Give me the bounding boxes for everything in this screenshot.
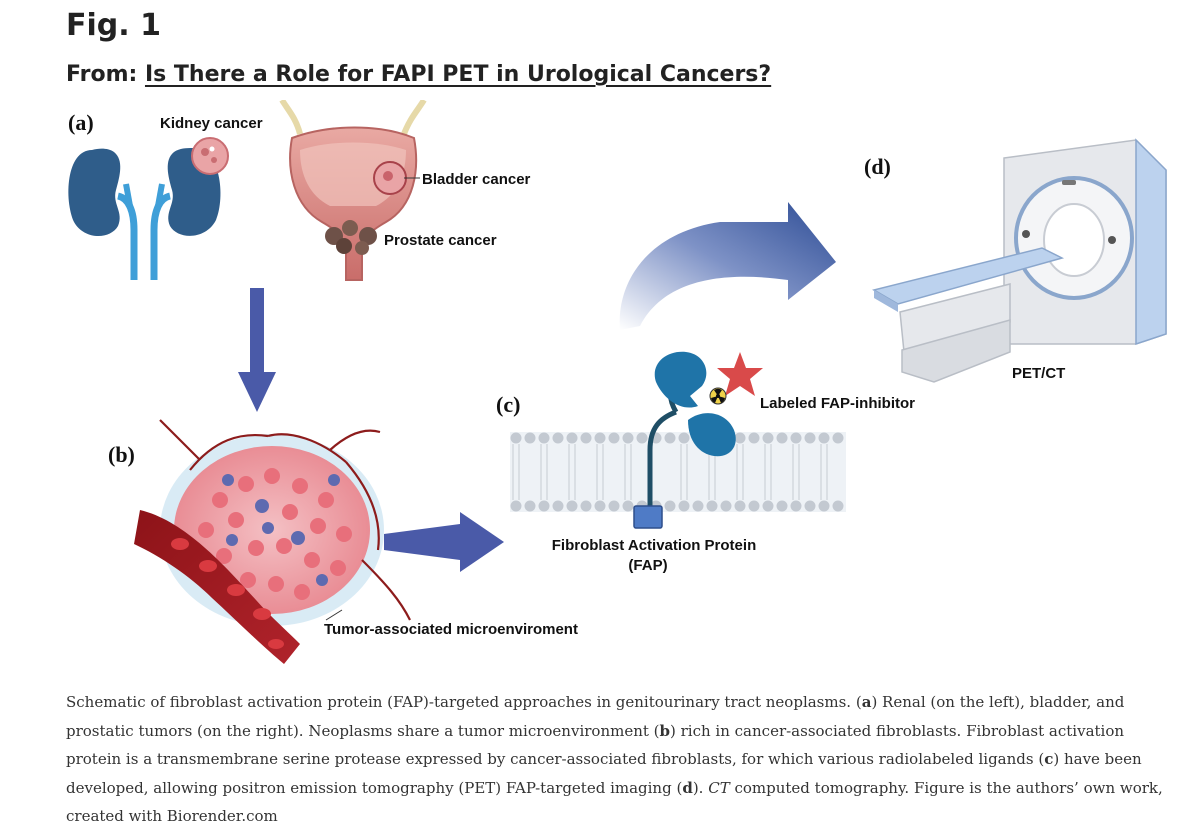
tumor-microenvironment-illustration — [134, 419, 411, 664]
panel-label-b: (b) — [108, 442, 135, 467]
label-kidney-cancer: Kidney cancer — [160, 115, 263, 132]
radiolabeled-inhibitor-illustration — [709, 352, 763, 405]
bladder-illustration — [279, 100, 427, 281]
fap-protein-illustration — [633, 351, 736, 529]
source-line: From: Is There a Role for FAPI PET in Ur… — [66, 62, 771, 87]
figure-caption: Schematic of fibroblast activation prote… — [66, 693, 1163, 825]
schematic-figure: (a) Kidney cancer Bladder cancer Prostat… — [68, 100, 1167, 664]
arrow-a-to-b — [238, 288, 276, 412]
fap-intracellular-domain — [633, 505, 663, 529]
from-prefix: From: — [66, 62, 145, 87]
arrow-b-to-c — [384, 512, 504, 572]
label-pet-ct: PET/CT — [1012, 365, 1065, 382]
pet-ct-scanner-illustration — [872, 138, 1167, 383]
label-bladder-cancer: Bladder cancer — [422, 171, 531, 188]
label-labeled-fap-inhibitor: Labeled FAP-inhibitor — [760, 395, 915, 412]
kidneys-illustration — [68, 137, 229, 280]
arrow-c-to-d — [619, 202, 836, 330]
prostate-illustration — [325, 220, 377, 255]
kidney-tumor — [191, 137, 229, 175]
label-prostate-cancer: Prostate cancer — [384, 232, 497, 249]
figure-title: Fig. 1 — [66, 8, 161, 43]
label-fap-line1: Fibroblast Activation Protein — [552, 537, 756, 554]
panel-label-c: (c) — [496, 392, 520, 417]
article-title-link[interactable]: Is There a Role for FAPI PET in Urologic… — [144, 62, 772, 87]
panel-label-a: (a) — [68, 110, 94, 135]
star-icon — [717, 352, 763, 396]
panel-label-d: (d) — [864, 154, 891, 179]
label-fap-line2: (FAP) — [628, 557, 667, 574]
cell-membrane-illustration — [510, 432, 846, 512]
label-tumor-microenvironment: Tumor-associated microenviroment — [324, 621, 578, 638]
